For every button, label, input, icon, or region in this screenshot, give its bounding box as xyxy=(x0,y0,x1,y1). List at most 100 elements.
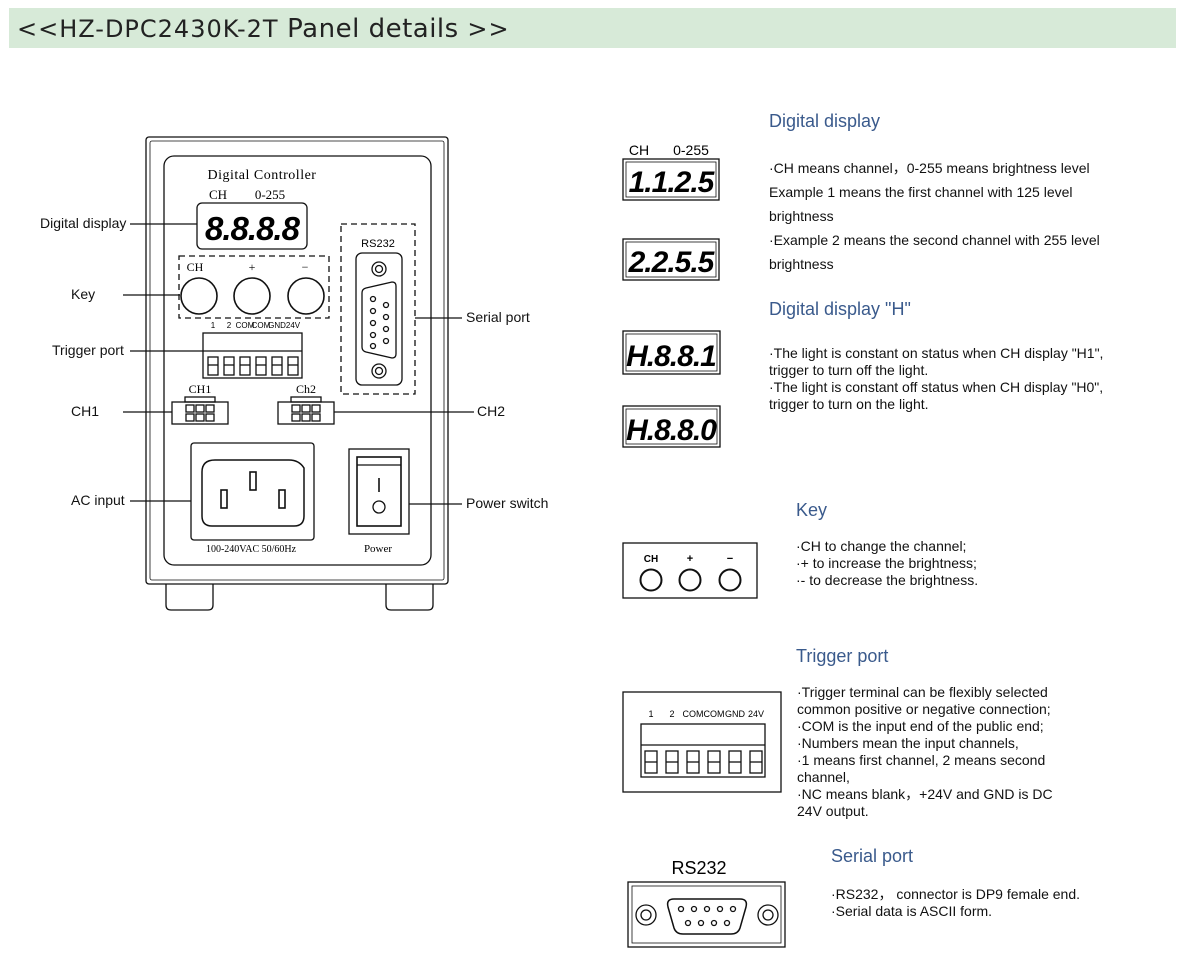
trigger-pin-label: GND xyxy=(725,709,746,719)
description-line: channel, xyxy=(797,769,850,785)
description-line: ·- to decrease the brightness. xyxy=(796,572,979,588)
device-panel-diagram: Digital Controller CH 0-255 8.8.8.8 CH +… xyxy=(123,136,474,611)
key-illustration-frame xyxy=(622,542,758,599)
device-pin-label: 2 xyxy=(227,321,232,330)
device-key-ch xyxy=(180,277,218,315)
example2-display-frame xyxy=(622,238,720,281)
device-display-window xyxy=(196,202,308,250)
example1-display-frame xyxy=(622,158,720,201)
description-line: brightness xyxy=(769,208,834,224)
device-housing xyxy=(145,136,449,585)
callout-serial-port: Serial port xyxy=(466,309,530,325)
example2-digits: 2.2.5.5 xyxy=(628,246,716,279)
h-display-description: ·The light is constant on status when CH… xyxy=(769,345,1103,413)
device-power-label: Power xyxy=(364,543,392,555)
title-prefix: <<HZ-DPC2430K-2T xyxy=(17,15,288,43)
description-line: brightness xyxy=(769,256,834,272)
detail-illustrations: CH 0-255 xyxy=(622,142,786,948)
description-line: ·COM is the input end of the public end; xyxy=(797,718,1044,734)
description-line: ·The light is constant off status when C… xyxy=(769,379,1104,395)
key-illustration-ch xyxy=(639,568,663,592)
description-line: ·1 means first channel, 2 means second xyxy=(797,752,1046,768)
device-ac-inlet xyxy=(190,442,315,541)
device-key-plus xyxy=(233,277,271,315)
description-line: ·The light is constant on status when CH… xyxy=(769,345,1104,361)
device-db9-vertical xyxy=(355,252,403,386)
description-line: ·Serial data is ASCII form. xyxy=(831,903,993,919)
serial-description: ·RS232， connector is DP9 female end. ·Se… xyxy=(831,886,1080,920)
device-ch1-connector xyxy=(171,396,229,425)
h0-digits: H.8.8.0 xyxy=(626,414,717,447)
h0-display-frame xyxy=(622,405,721,448)
key-illustration-label-plus: + xyxy=(687,553,693,565)
key-illustration-plus xyxy=(678,568,702,592)
description-line: 24V output. xyxy=(797,803,869,819)
trigger-pin-label: 2 xyxy=(669,709,674,719)
device-pin-label: 1 xyxy=(211,321,216,330)
device-pin-label: 24V xyxy=(286,321,301,330)
device-key-minus xyxy=(287,277,325,315)
description-line: ·CH means channel，0-255 means brightness… xyxy=(769,160,1090,176)
page-title: <<HZ-DPC2430K-2T Panel details >> xyxy=(17,14,510,44)
device-key-area xyxy=(178,255,330,319)
description-line: ·NC means blank，+24V and GND is DC xyxy=(797,786,1053,802)
serial-illustration-label: RS232 xyxy=(671,858,726,878)
title-suffix: >> xyxy=(458,15,510,43)
description-line: common positive or negative connection; xyxy=(797,701,1051,717)
device-key-label-plus: + xyxy=(249,260,256,274)
heading-serial-port: Serial port xyxy=(831,846,914,866)
device-ac-rating: 100-240VAC 50/60Hz xyxy=(206,544,297,555)
device-ch2-label: Ch2 xyxy=(296,382,316,396)
title-banner: <<HZ-DPC2430K-2T Panel details >> xyxy=(9,8,1176,48)
example-header-ch: CH xyxy=(629,142,649,158)
h1-display-frame xyxy=(622,330,721,375)
key-illustration-label-ch: CH xyxy=(644,554,658,565)
digital-display-description: ·CH means channel，0-255 means brightness… xyxy=(769,156,1100,276)
device-inner-panel xyxy=(163,155,432,566)
trigger-illustration-frame xyxy=(622,691,782,793)
device-ch2-connector xyxy=(277,396,335,425)
description-line: ·CH to change the channel; xyxy=(796,538,967,554)
device-key-label-ch: CH xyxy=(187,260,204,274)
heading-trigger-port: Trigger port xyxy=(796,646,889,666)
heading-digital-display: Digital display xyxy=(769,111,881,131)
heading-key: Key xyxy=(796,500,828,520)
device-foot-right xyxy=(385,584,434,611)
h1-digits: H.8.8.1 xyxy=(626,340,716,373)
device-trigger-terminal xyxy=(202,332,303,379)
device-pin-label: COM xyxy=(252,321,271,330)
key-illustration-label-minus: − xyxy=(727,553,733,565)
example1-digits: 1.1.2.5 xyxy=(629,166,716,199)
device-panel-title: Digital Controller xyxy=(208,168,317,183)
description-line: ·Numbers mean the input channels, xyxy=(797,735,1019,751)
callout-ch1: CH1 xyxy=(71,403,100,419)
device-power-switch xyxy=(348,448,410,535)
device-ch1-label: CH1 xyxy=(189,382,212,396)
device-foot-left xyxy=(165,584,214,611)
callout-trigger-port: Trigger port xyxy=(52,342,124,358)
trigger-pin-label: COM xyxy=(683,709,704,719)
example-header-range: 0-255 xyxy=(673,142,709,158)
device-key-label-minus: − xyxy=(302,260,309,274)
serial-illustration-connector xyxy=(627,881,786,948)
trigger-illustration-terminal xyxy=(640,723,766,778)
key-description: ·CH to change the channel; ·+ to increas… xyxy=(796,538,978,589)
trigger-description: ·Trigger terminal can be flexibly select… xyxy=(797,684,1053,820)
device-display-digits: 8.8.8.8 xyxy=(205,210,301,247)
title-main: Panel details xyxy=(287,14,459,44)
key-illustration-minus xyxy=(718,568,742,592)
device-rs232-area xyxy=(340,223,416,395)
device-display-range: 0-255 xyxy=(255,187,285,202)
device-display-ch: CH xyxy=(209,187,227,202)
description-line: Example 1 means the first channel with 1… xyxy=(769,184,1073,200)
trigger-pin-label: 1 xyxy=(648,709,653,719)
callout-key: Key xyxy=(71,286,96,302)
trigger-pin-label: COM xyxy=(704,709,725,719)
description-line: trigger to turn off the light. xyxy=(769,362,929,378)
callout-ch2: CH2 xyxy=(477,403,506,419)
description-line: ·+ to increase the brightness; xyxy=(796,555,977,571)
description-line: ·Trigger terminal can be flexibly select… xyxy=(797,684,1048,700)
description-line: ·RS232， connector is DP9 female end. xyxy=(831,886,1081,902)
device-pin-label: COM xyxy=(236,321,255,330)
description-line: ·Example 2 means the second channel with… xyxy=(769,232,1100,248)
